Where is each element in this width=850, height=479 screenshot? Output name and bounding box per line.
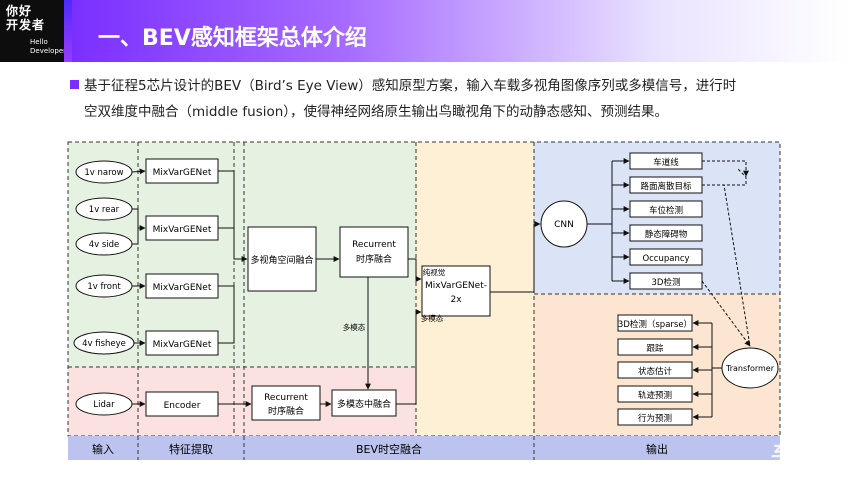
svg-text:Occupancy: Occupancy [642, 254, 689, 264]
svg-text:4v side: 4v side [89, 240, 120, 250]
svg-text:状态估计: 状态估计 [638, 366, 673, 377]
tf-output-trajectory: 轨迹预测 [617, 385, 693, 403]
svg-text:Recurrent: Recurrent [352, 240, 396, 250]
edge-label-multimodal-2: 多模态 [421, 313, 444, 323]
cnn-output-road-objects: 路面离散目标 [629, 176, 703, 194]
cnn-output-3d-detection: 3D检测 [629, 272, 703, 290]
svg-text:Recurrent: Recurrent [264, 393, 308, 403]
svg-text:行为预测: 行为预测 [638, 413, 672, 424]
input-lidar: Lidar [75, 392, 133, 416]
svg-text:多模态中融合: 多模态中融合 [337, 398, 391, 410]
backbone-4: MixVarGENet [145, 330, 219, 356]
svg-text:Lidar: Lidar [93, 400, 115, 410]
description-line1: 基于征程5芯片设计的BEV（Bird’s Eye View）感知原型方案，输入车… [84, 78, 737, 94]
slide-title: 一、BEV感知框架总体介绍 [98, 26, 367, 51]
input-front: 1v front [75, 274, 133, 298]
svg-text:Encoder: Encoder [164, 401, 201, 411]
description-line2: 空双维度中融合（middle fusion），使得神经网络原生输出鸟瞰视角下的动… [84, 104, 669, 120]
section-feature: 特征提取 [169, 442, 213, 456]
cnn-output-lane: 车道线 [629, 152, 703, 170]
svg-text:MixVarGENet-: MixVarGENet- [425, 281, 487, 291]
multimodal-fusion-box: 多模态中融合 [331, 389, 397, 417]
svg-text:MixVarGENet: MixVarGENet [153, 225, 212, 235]
title-band [72, 0, 850, 62]
tf-output-state: 状态估计 [617, 361, 693, 379]
svg-text:时序融合: 时序融合 [356, 253, 392, 265]
input-fisheye: 4v fisheye [73, 331, 135, 355]
input-narow: 1v narow [75, 160, 133, 184]
section-fusion: BEV时空融合 [356, 442, 422, 456]
mixvar2x-box: MixVarGENet- 2x [421, 265, 491, 317]
description: 基于征程5芯片设计的BEV（Bird’s Eye View）感知原型方案，输入车… [84, 73, 804, 125]
svg-text:MixVarGENet: MixVarGENet [153, 283, 212, 293]
bev-diagram: 输入 特征提取 BEV时空融合 输出 1v narow 1v rear 4v s… [64, 136, 784, 462]
cnn-output-occupancy: Occupancy [629, 248, 703, 266]
svg-text:时序融合: 时序融合 [268, 405, 304, 417]
svg-text:MixVarGENet: MixVarGENet [153, 340, 212, 350]
watermark: 车东西 [770, 440, 830, 464]
encoder-box: Encoder [145, 391, 219, 417]
edge-label-pure-vision: 纯视觉 [423, 267, 446, 277]
svg-text:1v rear: 1v rear [89, 205, 120, 215]
cnn-output-parking: 车位检测 [629, 200, 703, 218]
svg-text:路面离散目标: 路面离散目标 [640, 181, 692, 192]
input-side: 4v side [75, 232, 133, 256]
svg-text:3D检测: 3D检测 [652, 277, 681, 288]
transformer-node: Transformer [721, 347, 779, 389]
svg-text:跟踪: 跟踪 [646, 343, 664, 354]
svg-text:1v narow: 1v narow [84, 168, 123, 178]
bullet-icon [70, 80, 79, 89]
svg-text:2x: 2x [450, 295, 462, 305]
section-input: 输入 [92, 442, 114, 456]
svg-text:静态障碍物: 静态障碍物 [645, 229, 688, 240]
tf-output-3d-sparse: 3D检测（sparse） [617, 314, 693, 332]
svg-text:轨迹预测: 轨迹预测 [638, 390, 672, 401]
svg-text:3D检测（sparse）: 3D检测（sparse） [618, 319, 692, 330]
backbone-1: MixVarGENet [145, 158, 219, 184]
recurrent-bottom-box: Recurrent 时序融合 [251, 385, 321, 421]
multiview-fusion-box: 多视角空间融合 [247, 226, 317, 292]
recurrent-top-box: Recurrent 时序融合 [339, 226, 409, 278]
footer-band [68, 436, 780, 460]
logo-accent [64, 0, 72, 62]
svg-text:CNN: CNN [554, 220, 574, 230]
cnn-output-static-obstacle: 静态障碍物 [629, 224, 703, 242]
logo-sub1: Hello [30, 38, 48, 46]
svg-text:车道线: 车道线 [653, 157, 679, 168]
edge-label-multimodal: 多模态 [343, 322, 366, 332]
svg-text:1v front: 1v front [87, 282, 121, 292]
logo-line1: 你好 [6, 4, 33, 18]
section-output: 输出 [646, 442, 668, 456]
tf-output-behavior: 行为预测 [617, 408, 693, 426]
cnn-node: CNN [540, 200, 588, 248]
svg-text:多视角空间融合: 多视角空间融合 [250, 254, 313, 266]
logo-sub2: Developer [30, 47, 67, 55]
tf-output-tracking: 跟踪 [617, 338, 693, 356]
logo-line2: 开发者 [6, 18, 46, 32]
input-rear: 1v rear [75, 197, 133, 221]
svg-text:4v fisheye: 4v fisheye [82, 339, 126, 349]
svg-text:车位检测: 车位检测 [649, 205, 683, 216]
svg-text:MixVarGENet: MixVarGENet [153, 168, 212, 178]
svg-text:Transformer: Transformer [725, 364, 775, 373]
diagram-svg: 输入 特征提取 BEV时空融合 输出 1v narow 1v rear 4v s… [67, 141, 781, 460]
backbone-3: MixVarGENet [145, 273, 219, 299]
backbone-2: MixVarGENet [145, 215, 219, 241]
